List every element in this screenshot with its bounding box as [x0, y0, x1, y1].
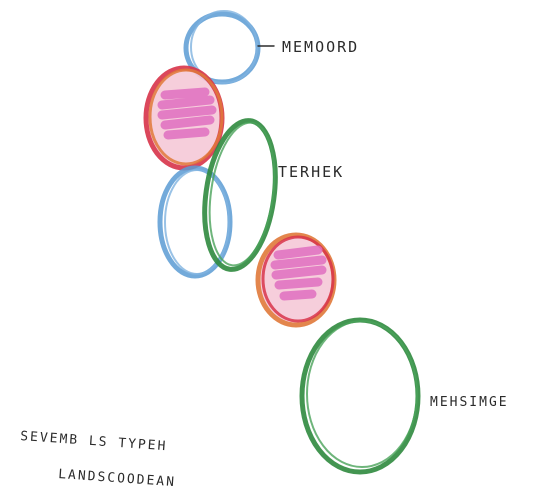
caption-line-2: LANDSCOODEAN: [58, 467, 177, 490]
label-bottom: MEHSIMGE: [430, 395, 509, 410]
label-top-group: MEMOORD: [258, 38, 359, 56]
label-middle-group: TERHEK: [278, 163, 344, 181]
label-bottom-group: MEHSIMGE: [430, 395, 509, 410]
circle-red-lower: [258, 235, 334, 325]
caption-group: SEVEMB LS TYPEH LANDSCOODEAN: [20, 429, 177, 490]
label-middle: TERHEK: [278, 163, 344, 181]
label-top: MEMOORD: [282, 38, 359, 56]
circle-blue-lower: [160, 168, 230, 276]
circle-green-bottom: [302, 320, 418, 472]
circle-red-upper: [146, 68, 222, 168]
caption-line-1: SEVEMB LS TYPEH: [20, 429, 168, 454]
